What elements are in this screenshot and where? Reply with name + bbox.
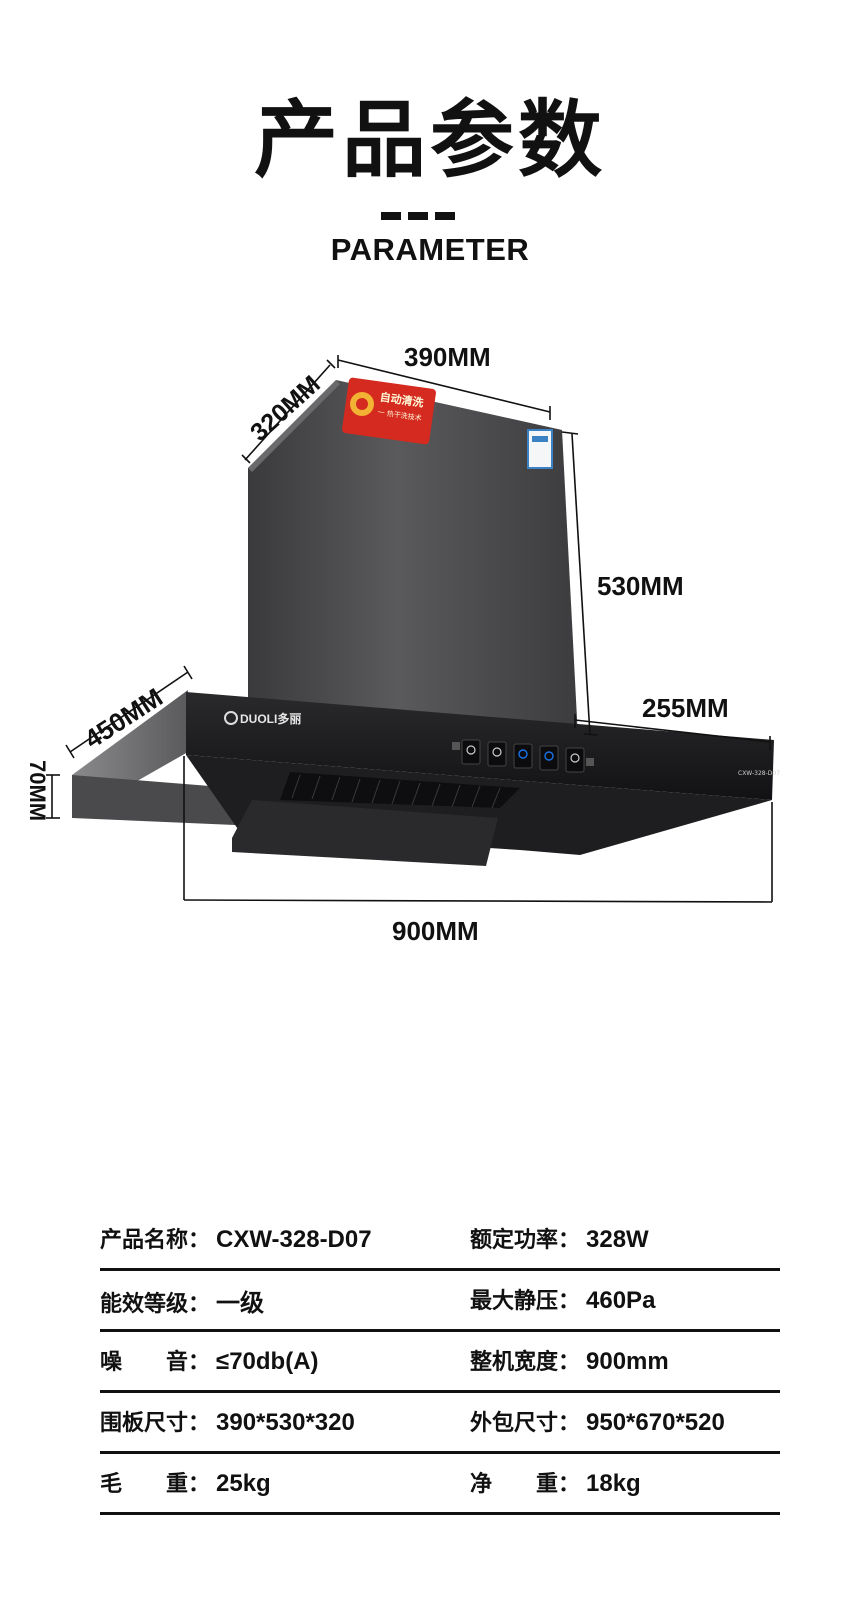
param-row: 能效等级：一级 最大静压：460Pa <box>100 1271 780 1332</box>
param-row: 围板尺寸：390*530*320 外包尺寸：950*670*520 <box>100 1393 780 1454</box>
energy-label <box>527 429 553 469</box>
param-label: 产品名称： <box>100 1228 211 1253</box>
param-label: 整机宽度： <box>470 1350 581 1375</box>
title-divider <box>435 212 455 220</box>
brand-logo-icon <box>224 711 238 725</box>
param-value: 一级 <box>216 1290 265 1317</box>
page-subtitle: PARAMETER <box>330 232 530 267</box>
param-value: 460Pa <box>586 1287 656 1314</box>
param-value: CXW-328-D07 <box>216 1226 372 1253</box>
param-label: 能效等级： <box>100 1292 211 1317</box>
svg-text:自动清洗: 自动清洗 <box>379 390 425 410</box>
page-title: 产品参数 <box>253 91 606 189</box>
dim-top-width: 390MM <box>404 342 491 372</box>
param-label: 噪 音： <box>100 1350 211 1375</box>
promo-sticker: 自动清洗 一 热干洗技术 <box>342 377 436 445</box>
param-value: 950*670*520 <box>586 1409 725 1436</box>
dim-chimney-height: 530MM <box>597 571 684 601</box>
param-row: 噪 音：≤70db(A) 整机宽度：900mm <box>100 1332 780 1393</box>
param-value: ≤70db(A) <box>216 1348 319 1375</box>
title-divider <box>381 212 401 220</box>
param-label: 围板尺寸： <box>100 1411 211 1436</box>
param-label: 额定功率： <box>470 1228 581 1253</box>
param-value: 25kg <box>216 1470 271 1497</box>
brand-name: DUOLI多丽 <box>240 711 301 726</box>
param-value: 18kg <box>586 1470 641 1497</box>
dimension-lines <box>46 355 773 903</box>
title-divider <box>408 212 428 220</box>
chimney-body <box>248 380 578 738</box>
touch-buttons <box>461 739 585 773</box>
parameter-table: 产品名称：CXW-328-D07 额定功率：328W 能效等级：一级 最大静压：… <box>100 1210 780 1515</box>
param-label: 外包尺寸： <box>470 1411 581 1436</box>
oil-tray <box>232 800 498 866</box>
dim-side-depth: 255MM <box>642 693 729 723</box>
param-value: 328W <box>586 1226 649 1253</box>
dim-total-width: 900MM <box>392 916 479 946</box>
param-label: 毛 重： <box>100 1472 211 1497</box>
param-value: 390*530*320 <box>216 1409 355 1436</box>
param-row: 产品名称：CXW-328-D07 额定功率：328W <box>100 1210 780 1271</box>
param-label: 最大静压： <box>470 1289 581 1314</box>
range-hood-diagram: 自动清洗 一 热干洗技术 DUOLI多丽 CXW-328-D07 <box>25 342 780 946</box>
param-label: 净 重： <box>470 1472 581 1497</box>
grille <box>280 772 520 808</box>
param-value: 900mm <box>586 1348 669 1375</box>
chimney-top-edge <box>248 380 340 472</box>
model-plate: CXW-328-D07 <box>738 770 780 777</box>
param-row: 毛 重：25kg 净 重：18kg <box>100 1454 780 1515</box>
dim-panel-height: 70MM <box>25 760 50 821</box>
